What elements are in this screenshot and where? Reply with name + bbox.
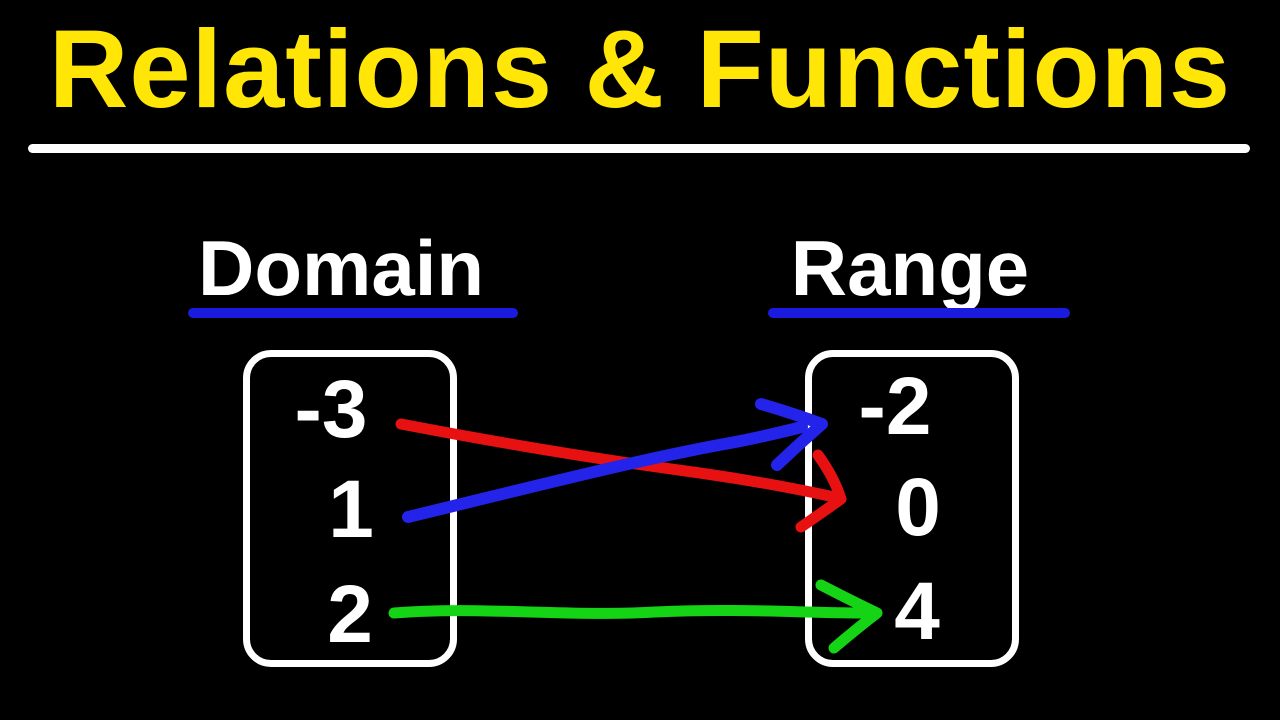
arrow-blue-shaft bbox=[402, 421, 808, 523]
domain-underline bbox=[188, 308, 518, 318]
range-value-0: 0 bbox=[895, 462, 941, 553]
range-value-neg2: -2 bbox=[858, 361, 932, 452]
domain-label: Domain bbox=[197, 224, 485, 312]
domain-value-neg3: -3 bbox=[294, 364, 368, 455]
page-title: Relations & Functions bbox=[48, 8, 1232, 131]
domain-value-1: 1 bbox=[328, 464, 374, 555]
range-box bbox=[805, 350, 1019, 667]
arrow-green-head bbox=[815, 579, 883, 654]
arrow-green-shaft bbox=[388, 604, 872, 619]
arrow-blue-head bbox=[755, 398, 828, 471]
title-underline bbox=[28, 144, 1250, 153]
arrow-red bbox=[395, 418, 847, 533]
domain-value-2: 2 bbox=[327, 569, 373, 660]
arrow-green bbox=[388, 579, 883, 654]
range-value-4: 4 bbox=[894, 566, 940, 657]
arrow-red-head bbox=[795, 449, 847, 533]
arrow-blue bbox=[402, 398, 828, 523]
arrow-red-shaft bbox=[395, 418, 840, 503]
range-underline bbox=[768, 308, 1070, 318]
range-label: Range bbox=[790, 224, 1030, 312]
